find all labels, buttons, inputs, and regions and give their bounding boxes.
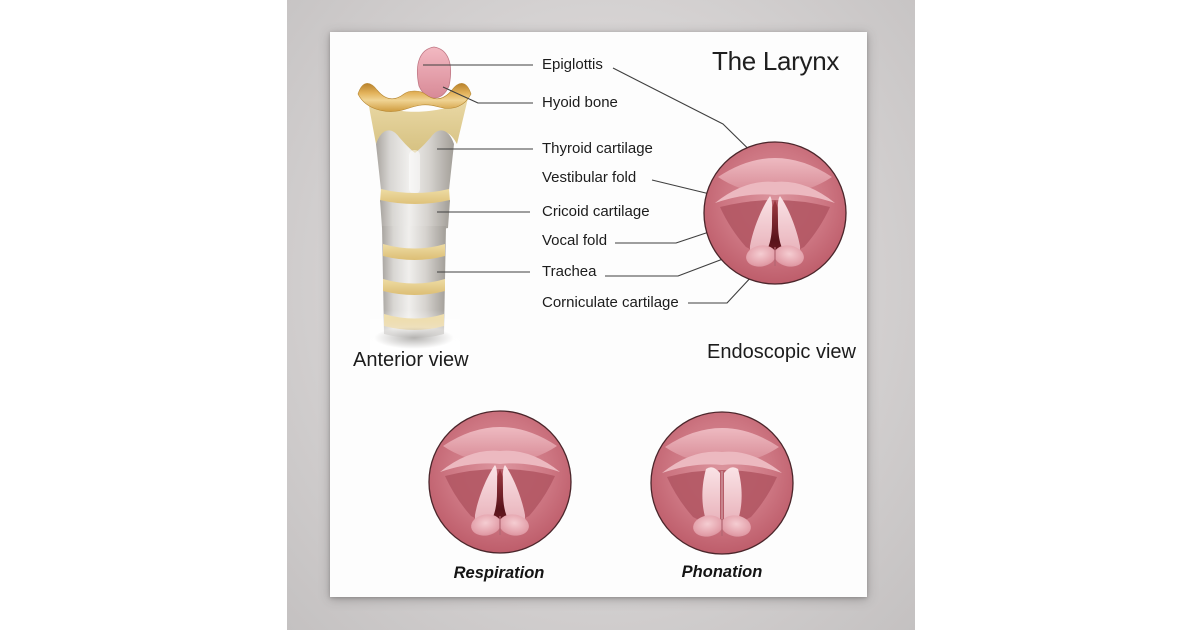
cricoid-cartilage-shape bbox=[380, 200, 450, 232]
trachea-soft-shadow bbox=[374, 327, 454, 349]
label-trachea: Trachea bbox=[542, 263, 597, 280]
cricothyroid-membrane-shape bbox=[380, 189, 450, 206]
page-title: The Larynx bbox=[712, 46, 840, 76]
caption-respiration: Respiration bbox=[453, 564, 545, 582]
tracheal-ring bbox=[383, 279, 445, 295]
thyroid-ridge-highlight bbox=[409, 150, 420, 194]
label-vestibular-fold: Vestibular fold bbox=[542, 169, 637, 186]
epiglottis-shape bbox=[417, 46, 451, 99]
larynx-poster: The Larynx Epiglottis Hyoid bone Thyroid… bbox=[330, 32, 867, 597]
caption-endoscopic-view: Endoscopic view bbox=[707, 341, 856, 363]
caption-anterior-view: Anterior view bbox=[353, 349, 469, 371]
hyoid-bone-shape bbox=[357, 83, 472, 112]
label-thyroid-cartilage: Thyroid cartilage bbox=[542, 140, 653, 157]
label-vocal-fold: Vocal fold bbox=[542, 232, 608, 249]
respiration-circle bbox=[428, 410, 572, 554]
endoscopic-view-circle bbox=[703, 141, 847, 285]
phonation-circle bbox=[650, 411, 794, 555]
label-corniculate-cartilage: Corniculate cartilage bbox=[542, 294, 679, 311]
tracheal-ring bbox=[383, 244, 445, 260]
anterior-larynx-illustration bbox=[357, 46, 472, 352]
label-hyoid-bone: Hyoid bone bbox=[542, 94, 618, 111]
poster-artwork bbox=[357, 46, 847, 555]
leader-line-hyoid bbox=[442, 86, 533, 104]
label-cricoid-cartilage: Cricoid cartilage bbox=[542, 203, 650, 220]
caption-phonation: Phonation bbox=[681, 563, 763, 581]
label-epiglottis: Epiglottis bbox=[542, 56, 603, 73]
